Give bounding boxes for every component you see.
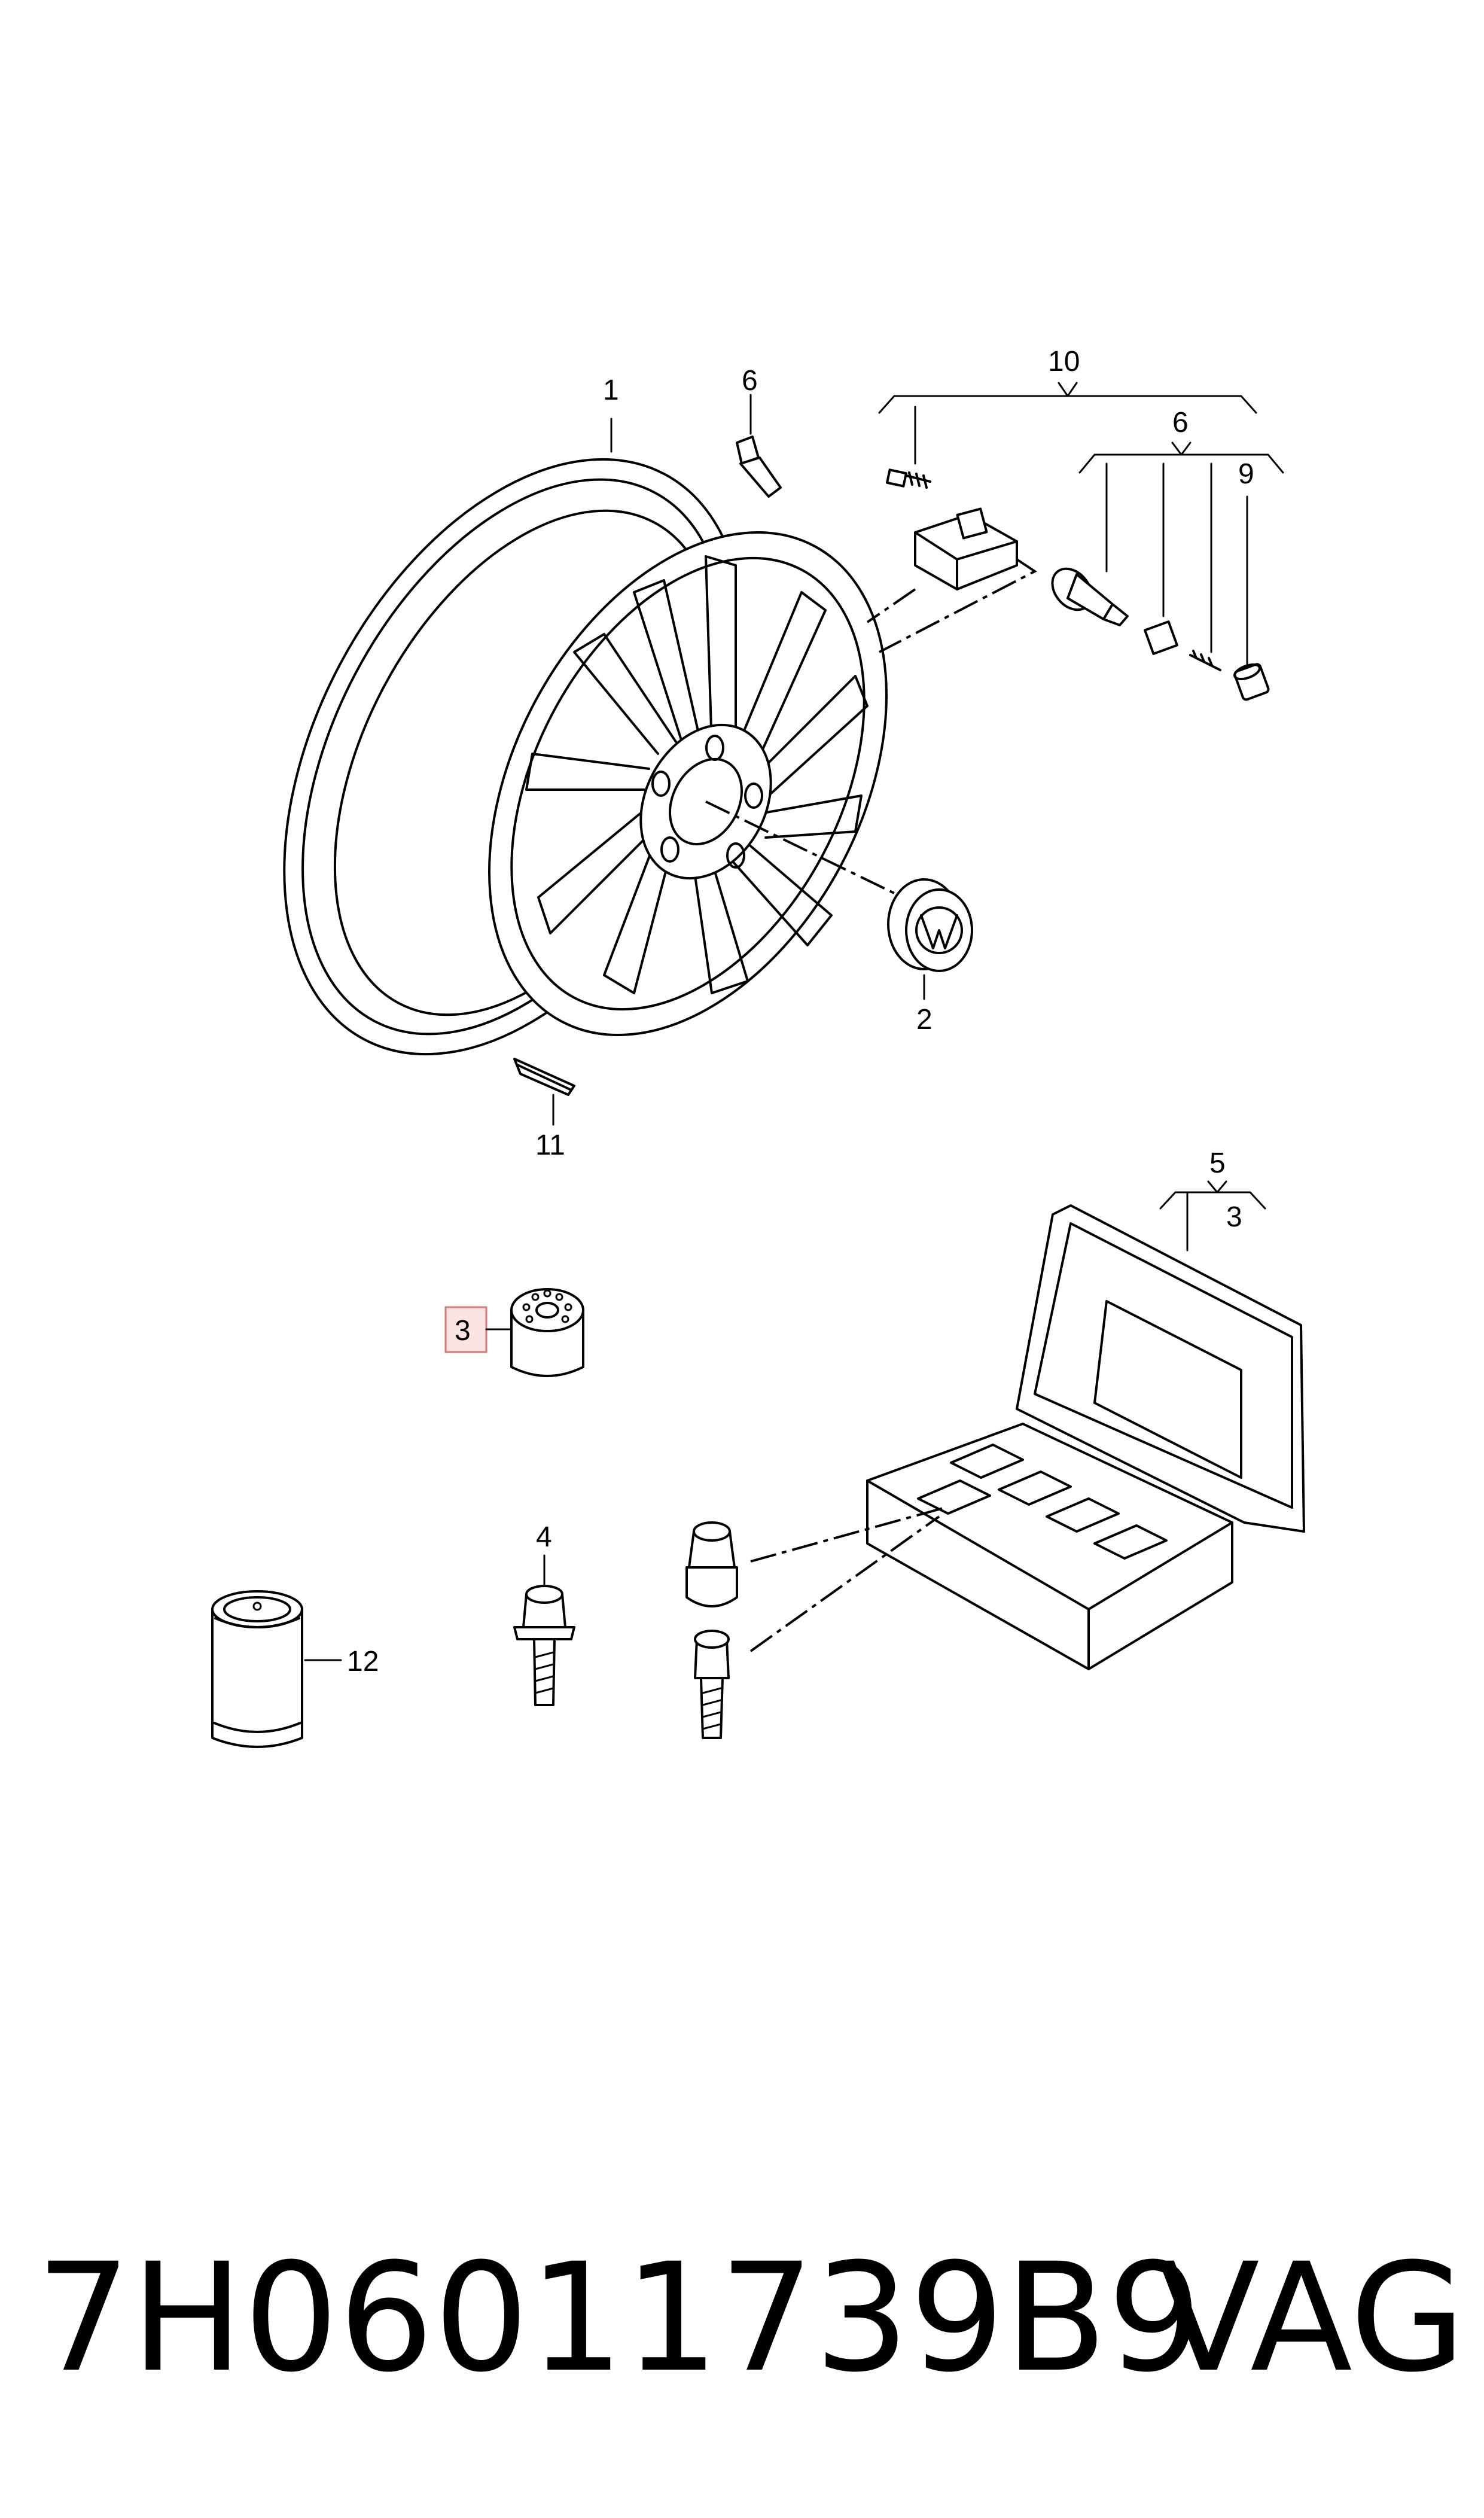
part-number-caption: 7H06011739B9 [36,2231,1203,2405]
brand-caption: VAG [1157,2231,1466,2405]
callout-11: 11 [535,1129,565,1161]
tyre-sealant-bottle[interactable] [211,1590,303,1748]
callout-12: 12 [347,1646,379,1677]
callout-5: 5 [1209,1147,1226,1179]
lock-socket[interactable] [685,1521,738,1607]
valve-core[interactable] [1189,650,1221,671]
wheel-spokes [525,555,869,994]
tpms-sensor[interactable] [914,507,1018,590]
tire-valve[interactable] [736,436,782,498]
highlight-box-3[interactable] [444,1306,487,1353]
sensor-screw[interactable] [886,468,931,489]
alloy-wheel[interactable] [190,382,967,1132]
hub-cap[interactable] [887,878,973,972]
wheel-bolt[interactable] [513,1585,575,1706]
callout-3-small: 3 [1226,1201,1242,1233]
lock-bolt[interactable] [694,1630,730,1739]
callout-3-box: 3 [455,1315,471,1347]
callout-2: 2 [916,1004,933,1036]
wheel-bolt-adapter[interactable] [510,1288,584,1377]
callout-4: 4 [536,1521,552,1553]
callout-9: 9 [1238,458,1254,490]
callout-1: 1 [603,374,619,406]
valve-stem[interactable] [1044,561,1129,626]
vw-logo-icon [920,914,958,949]
valve-nut[interactable] [1144,620,1178,655]
valve-cap[interactable] [1233,662,1270,701]
callout-6-valve: 6 [1172,407,1189,439]
lock-bolt-case[interactable] [866,1204,1305,1670]
balance-weight[interactable] [513,1058,575,1096]
callout-6-top: 6 [742,365,758,397]
callout-10: 10 [1048,346,1080,377]
